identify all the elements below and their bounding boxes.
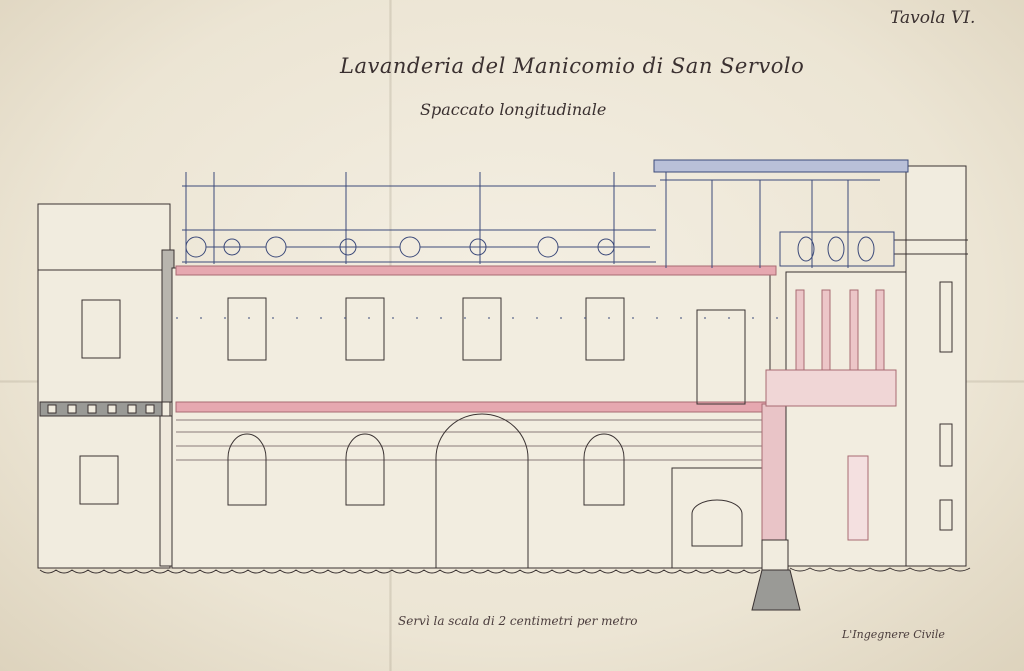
engineer-signature: L'Ingegnere Civile xyxy=(842,628,945,641)
left-tower xyxy=(37,203,171,569)
upper-window-2 xyxy=(345,297,385,361)
pavilion-roof xyxy=(653,159,909,173)
arched-window-3 xyxy=(583,433,625,506)
upper-window-4 xyxy=(585,297,625,361)
central-arch-doorway xyxy=(435,413,529,568)
plate-label: Tavola VI. xyxy=(890,8,976,28)
right-tower-window-3 xyxy=(939,499,953,531)
annex-balcony xyxy=(765,369,897,407)
scale-note: Servì la scala di 2 centimetri per metro xyxy=(398,614,638,628)
upper-door xyxy=(696,309,746,405)
oven-opening xyxy=(691,499,743,547)
main-wall xyxy=(171,267,771,569)
arched-window-2 xyxy=(345,433,385,506)
left-tower-window-lower xyxy=(79,455,119,505)
arched-window-1 xyxy=(227,433,267,506)
drawing-title: Lavanderia del Manicomio di San Servolo xyxy=(340,54,805,78)
terrace-railing xyxy=(182,172,656,264)
pavilion-balustrade xyxy=(779,231,895,267)
annex-door xyxy=(847,455,869,541)
right-tower-window-2 xyxy=(939,423,953,467)
left-tower-window-upper xyxy=(81,299,121,359)
foundation-pier xyxy=(751,569,801,611)
right-tower xyxy=(905,165,967,567)
upper-window-1 xyxy=(227,297,267,361)
drawing-subtitle: Spaccato longitudinale xyxy=(420,100,607,119)
lower-floor-beam xyxy=(175,401,777,413)
upper-floor-beam xyxy=(175,265,777,276)
left-tower-floor-band xyxy=(39,401,163,417)
ground-line xyxy=(39,569,761,574)
right-tower-window-1 xyxy=(939,281,953,353)
upper-window-3 xyxy=(462,297,502,361)
